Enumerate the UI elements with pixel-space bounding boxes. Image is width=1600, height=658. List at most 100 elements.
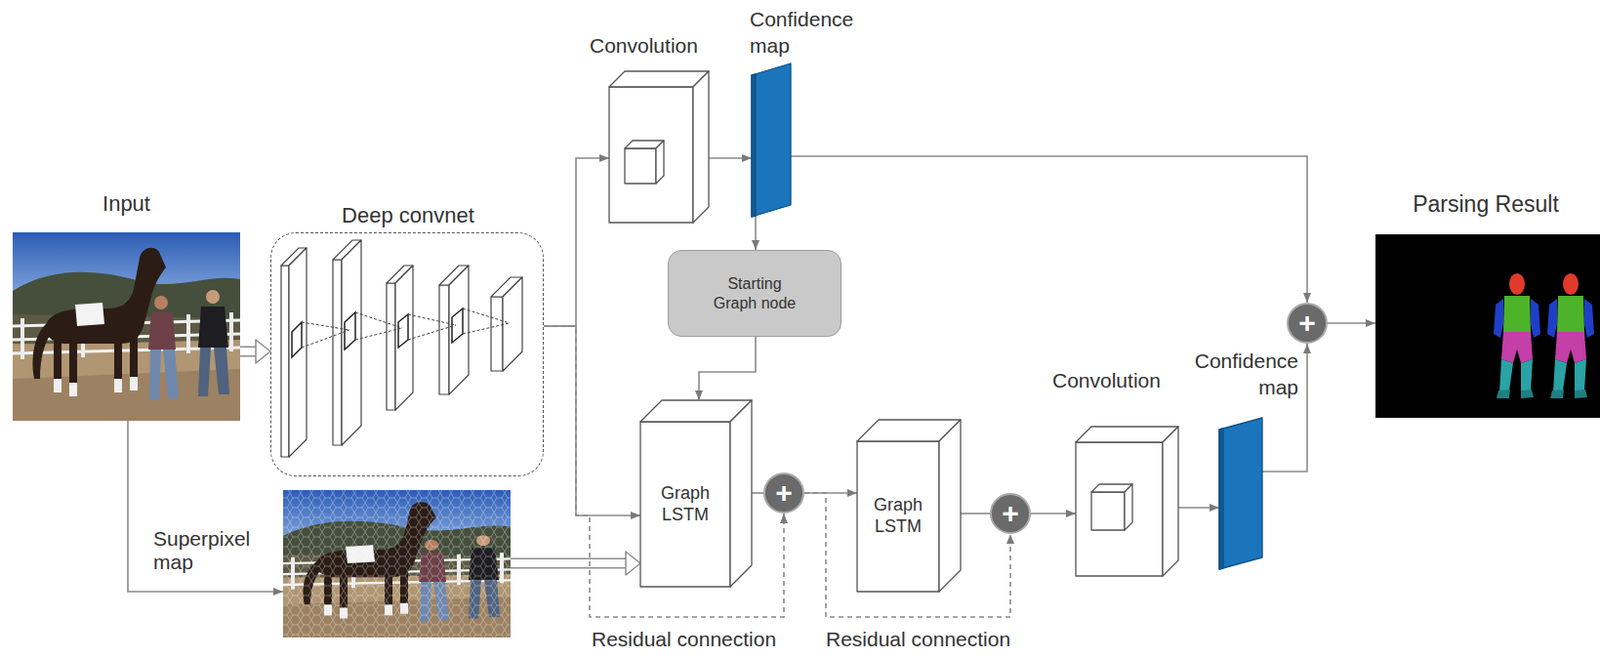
receptive-field <box>398 314 409 348</box>
arrow-head <box>630 511 641 520</box>
kernel-face <box>1124 484 1133 531</box>
layer-side <box>341 240 362 446</box>
edge-label-holder: Residual connection <box>823 626 1013 652</box>
box-face <box>730 400 752 587</box>
plus-sign: + <box>1298 308 1316 338</box>
arrow-head <box>625 551 641 575</box>
sum-node: + <box>989 492 1031 534</box>
residual-connector <box>543 326 788 617</box>
convolution-box: Convolution <box>1075 426 1179 576</box>
parsed-person <box>1547 273 1595 399</box>
connector <box>708 154 752 163</box>
receptive-line <box>408 314 456 340</box>
parsing-result-frame: Parsing Result <box>1375 234 1600 418</box>
box-face <box>609 71 709 87</box>
box-label: Confidence map <box>749 5 867 59</box>
input-photo <box>12 232 241 421</box>
heading: Deep convnet <box>271 203 545 229</box>
connector <box>240 339 271 364</box>
box-face <box>640 421 731 587</box>
edge-label: Residual connection <box>823 626 1013 652</box>
box-face <box>857 441 940 592</box>
box-outline <box>1075 426 1179 576</box>
layer-face <box>281 265 289 457</box>
connector-line <box>960 512 990 515</box>
arrow-head <box>1303 292 1312 303</box>
connector-line <box>698 336 756 401</box>
connector-line <box>543 326 641 516</box>
plus-sign: + <box>775 478 793 508</box>
arrow-head <box>1066 509 1076 518</box>
connector <box>543 154 610 327</box>
map-edge <box>1219 428 1224 570</box>
connector <box>804 489 858 497</box>
connector <box>751 214 760 250</box>
graph-lstm-box: Graph LSTM <box>640 400 752 587</box>
heading: Parsing Result <box>1375 191 1597 219</box>
hollow-arrow-body <box>510 559 626 568</box>
connector <box>543 326 641 520</box>
map-face <box>751 63 791 217</box>
sum-node: + <box>1286 302 1328 344</box>
confidence-map: Confidence map <box>1219 417 1263 570</box>
connector-line <box>751 492 764 494</box>
connector <box>960 513 990 515</box>
receptive-line <box>355 312 403 340</box>
connector <box>695 336 756 401</box>
receptive-field <box>344 312 356 350</box>
map-slab <box>751 63 791 217</box>
superpixel-grid <box>283 490 511 638</box>
arrow-head <box>255 339 271 364</box>
box-label: Convolution <box>1052 368 1190 393</box>
receptive-fields <box>291 308 463 358</box>
plus-sign: + <box>1001 498 1020 529</box>
map-edge <box>751 74 756 217</box>
box-label: Graph LSTM <box>866 494 930 537</box>
parsed-person <box>1493 273 1541 399</box>
superpixel-frame: Superpixel map <box>283 490 511 638</box>
layer-face <box>332 259 342 446</box>
arrow-head <box>695 390 703 401</box>
arrow-head <box>1006 533 1015 544</box>
receptive-line <box>301 322 350 348</box>
layer-face <box>491 296 503 371</box>
parsing-result-image <box>1375 234 1600 418</box>
map-face <box>1219 417 1263 570</box>
connector <box>790 156 1312 303</box>
connector <box>751 492 764 494</box>
arrow-head <box>1303 343 1312 354</box>
arrow-head <box>599 154 610 163</box>
map-slab <box>1219 417 1263 570</box>
graph-lstm-box: Graph LSTM <box>857 419 961 592</box>
hollow-arrow-outline <box>240 346 256 358</box>
sum-node: + <box>763 472 805 514</box>
arrow-head <box>741 154 752 163</box>
layer-face <box>439 285 450 395</box>
box-label: Convolution <box>589 33 727 58</box>
connector-line <box>127 420 284 592</box>
connector <box>1030 509 1076 518</box>
superpixel-photo <box>283 490 511 638</box>
edge-label-holder: Residual connection <box>589 626 779 652</box>
layer-side <box>288 247 307 457</box>
arrow-head <box>1209 503 1220 512</box>
box-label: Starting Graph node <box>708 274 802 312</box>
layer-side <box>395 265 413 411</box>
box-face <box>693 71 709 223</box>
box-face <box>1162 426 1179 576</box>
box-face <box>939 419 961 592</box>
connector <box>127 420 284 596</box>
box-outline <box>609 71 709 223</box>
layer-face <box>386 283 396 411</box>
input-photo-frame: Input <box>12 232 241 421</box>
receptive-lines <box>301 308 510 348</box>
convnet-box: Deep convnet <box>270 232 544 477</box>
kernel-face <box>656 140 664 184</box>
edge-label: Residual connection <box>589 626 779 652</box>
arrow-head <box>273 587 284 596</box>
arrow-head <box>751 240 760 250</box>
convnet-layers <box>281 240 523 457</box>
heading: Input <box>12 191 241 217</box>
